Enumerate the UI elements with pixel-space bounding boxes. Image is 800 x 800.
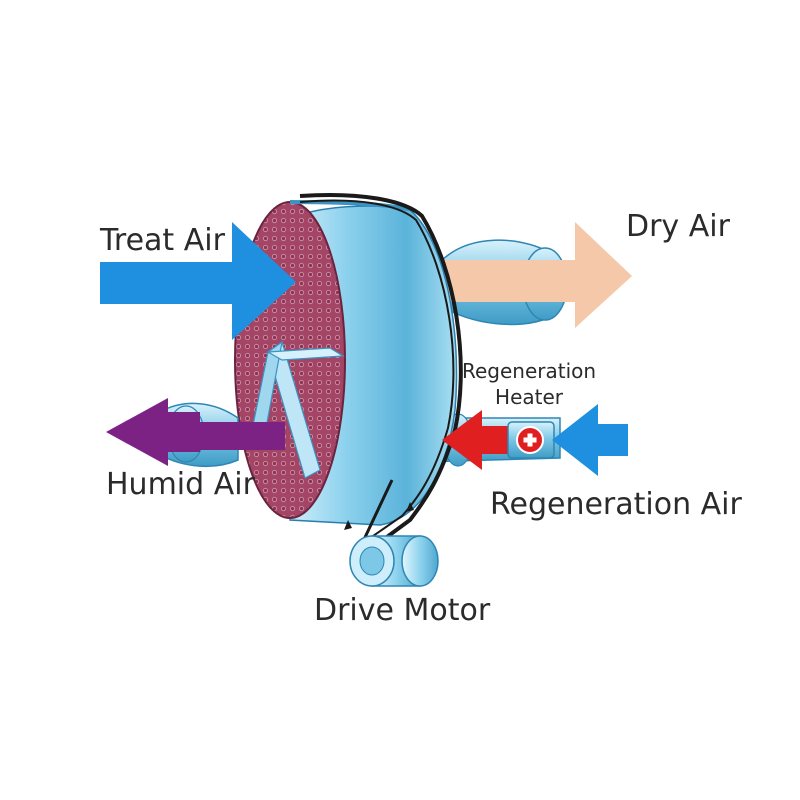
treat-air-arrow xyxy=(100,222,296,340)
humid-air-arrow xyxy=(106,398,200,466)
heater-icon xyxy=(507,421,555,459)
drive-motor xyxy=(344,502,439,587)
regeneration-air-label: Regeneration Air xyxy=(490,487,742,522)
drive-motor-label: Drive Motor xyxy=(314,593,491,628)
dry-air-arrow xyxy=(440,222,632,328)
treat-air-label: Treat Air xyxy=(100,223,225,258)
regeneration-heater-label: Regeneration Heater xyxy=(462,359,597,409)
dry-air-label: Dry Air xyxy=(626,209,730,244)
drive-belt xyxy=(299,192,463,550)
regeneration-heated-arrow xyxy=(442,410,510,470)
humid-air-bar xyxy=(200,422,285,450)
regeneration-air-arrow xyxy=(552,404,628,476)
humid-air-label: Humid Air xyxy=(106,467,255,502)
